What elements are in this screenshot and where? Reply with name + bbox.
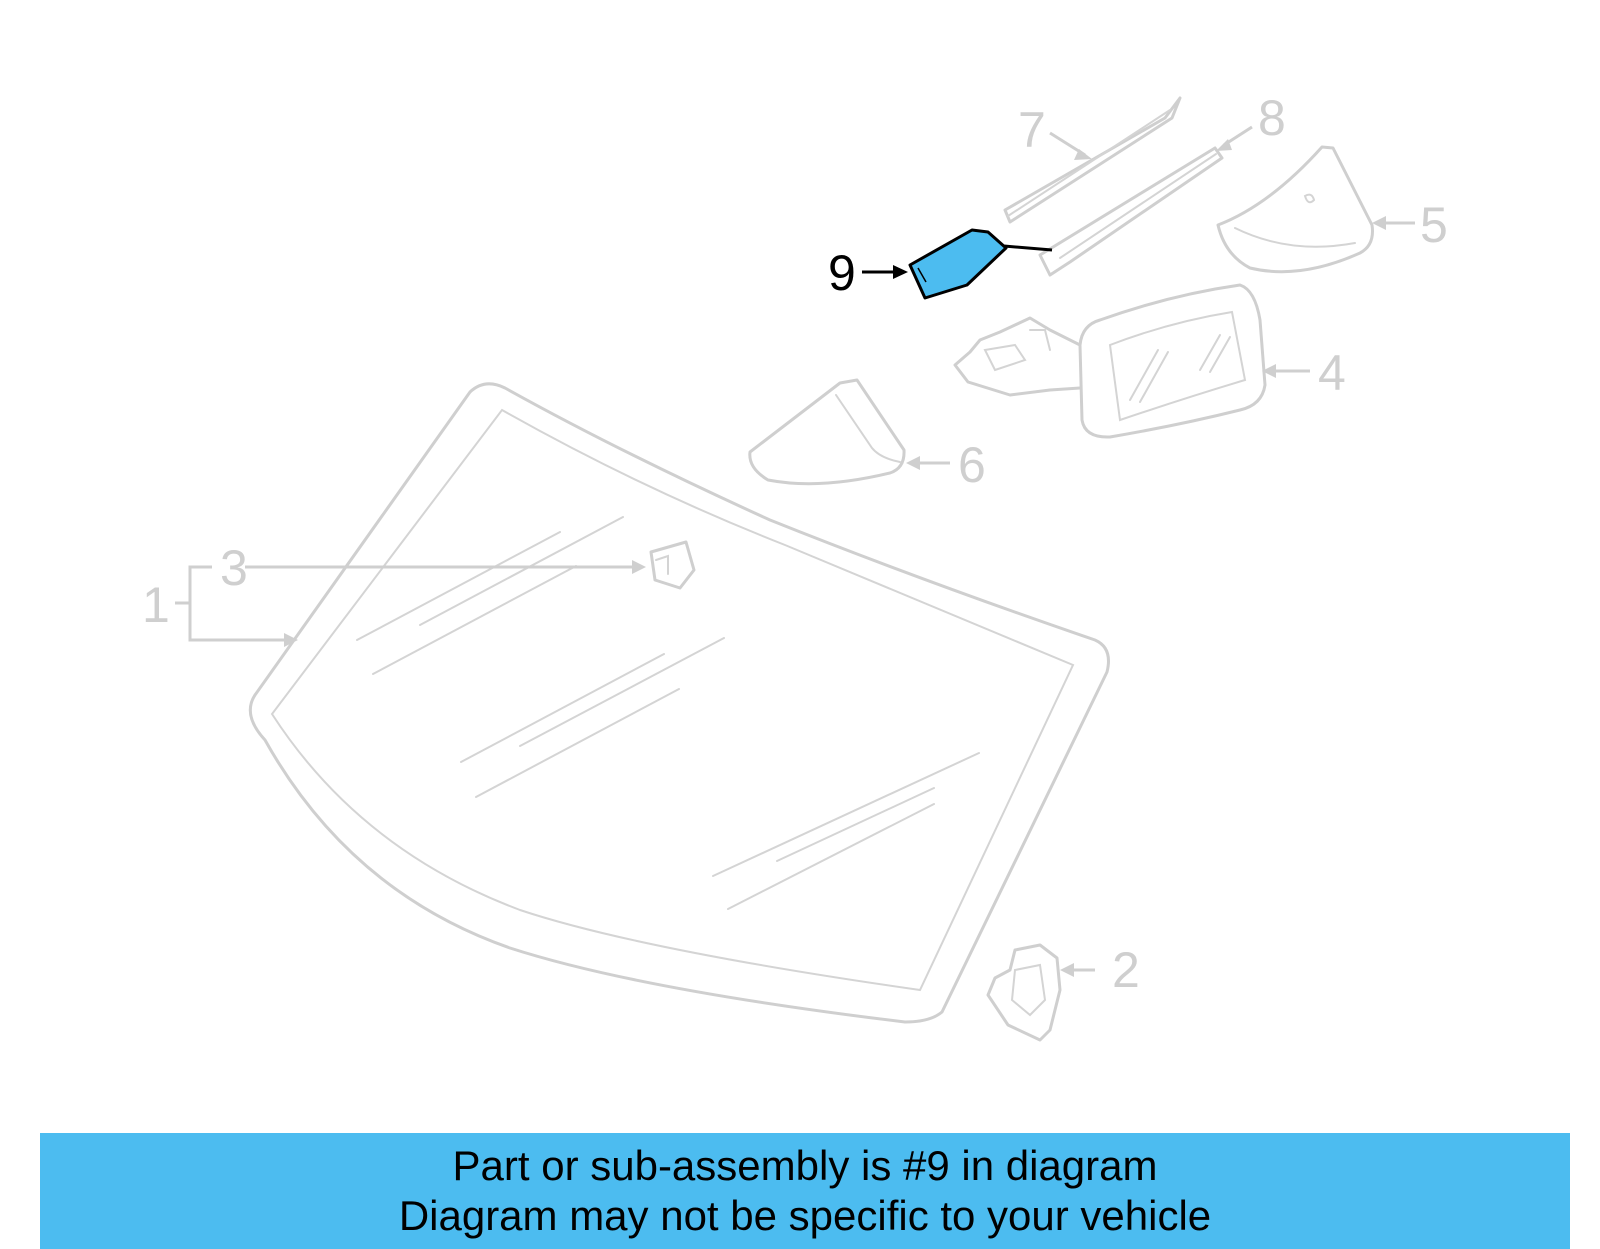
sensor-bracket	[245, 540, 696, 590]
trim-rail	[1038, 125, 1253, 277]
info-banner-background	[40, 1133, 1570, 1249]
callout-7: 7	[1018, 102, 1046, 158]
callout-6: 6	[958, 437, 986, 493]
windshield-glass	[248, 382, 1110, 1024]
banner-line-1: Part or sub-assembly is #9 in diagram	[452, 1142, 1158, 1189]
callout-1: 1	[142, 577, 170, 633]
callout-4: 4	[1318, 345, 1346, 401]
callout-5: 5	[1420, 197, 1448, 253]
inside-mirror	[953, 283, 1310, 439]
callout-8: 8	[1258, 90, 1286, 146]
highlighted-part-9[interactable]	[862, 228, 1053, 300]
callout-9: 9	[828, 245, 856, 301]
callout-1-leader	[175, 565, 298, 647]
mirror-cover	[748, 378, 950, 486]
callout-3: 3	[220, 540, 248, 596]
upper-cover	[1216, 145, 1415, 274]
banner-line-2: Diagram may not be specific to your vehi…	[398, 1192, 1212, 1239]
callout-2: 2	[1112, 942, 1140, 998]
trim-strip	[1003, 96, 1182, 224]
lower-bracket	[986, 943, 1095, 1042]
info-banner: Part or sub-assembly is #9 in diagram Di…	[40, 1133, 1570, 1249]
